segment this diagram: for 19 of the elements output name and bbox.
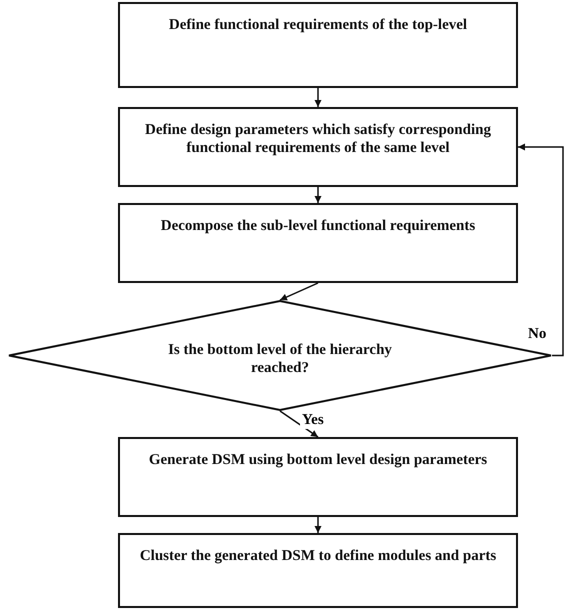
process-box [118,203,518,283]
step-text: Cluster the generated DSM to define modules and parts [140,547,496,565]
process-box [118,437,518,517]
step-text: Is the bottom level of the hierarchy reached? [167,340,393,376]
decision-diamond [8,300,552,411]
arrow [314,517,322,533]
step-text: Define functional requirements of the top-level [168,16,468,34]
process-box [118,107,518,187]
step-text: Define design parameters which satisfy corresponding functional requirements of the same level [144,121,492,157]
edge-label: Yes [300,412,326,429]
arrow [314,187,322,203]
arrow [314,88,322,107]
process-box [118,533,518,608]
step-text: Decompose the sub-level functional requirements [160,217,476,235]
step-text: Generate DSM using bottom level design parameters [148,451,488,469]
process-box [118,2,518,88]
arrow [280,410,318,438]
arrow [280,282,318,301]
arrow [518,144,564,356]
